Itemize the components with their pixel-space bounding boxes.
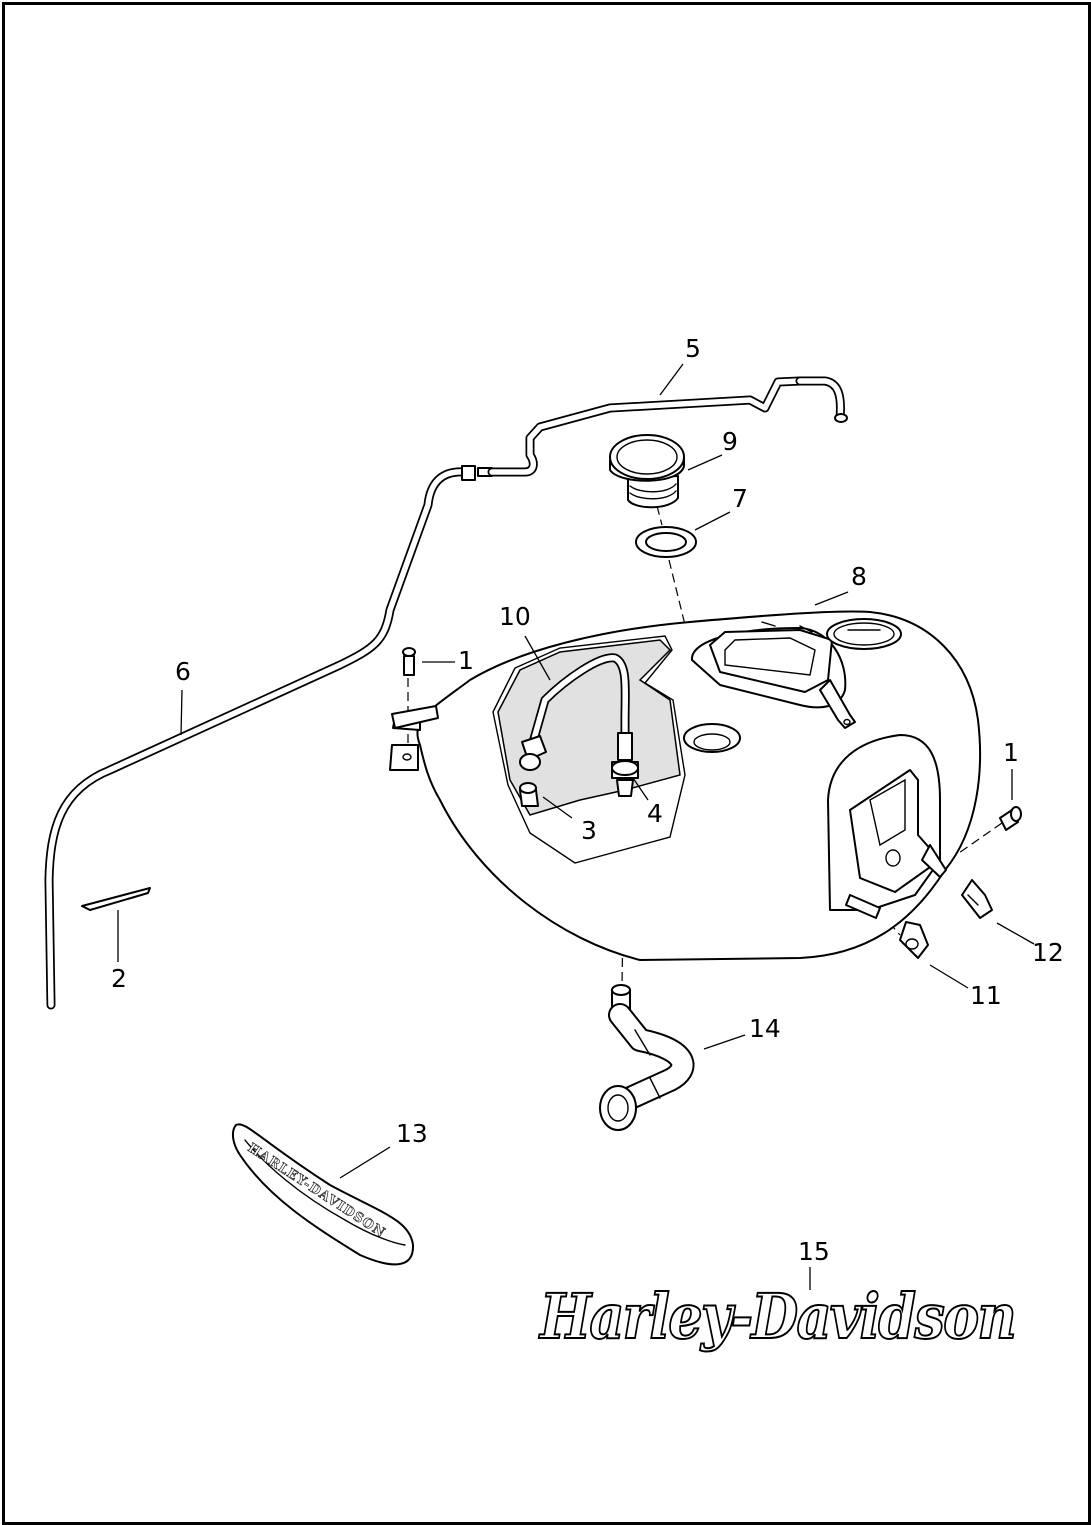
callout-1-left: 1 — [458, 646, 474, 675]
callout-5: 5 — [685, 334, 701, 363]
callout-8: 8 — [851, 562, 867, 591]
screw-right — [999, 806, 1022, 831]
callout-3: 3 — [581, 816, 597, 845]
gasket — [635, 526, 697, 558]
fuel-supply-hose — [599, 984, 695, 1131]
callout-2: 2 — [111, 964, 127, 993]
vent-hose — [44, 465, 476, 1010]
fuel-line-internal — [519, 653, 633, 771]
fuel-tank — [389, 610, 982, 961]
callout-14: 14 — [749, 1014, 781, 1043]
script-logo-text: Harley-Davidson — [538, 1280, 1015, 1353]
callout-7: 7 — [732, 484, 748, 513]
screw-left — [402, 647, 416, 676]
callouts: 1 1 2 3 4 5 6 7 8 9 10 11 12 13 14 15 — [111, 334, 1064, 1266]
callout-13: 13 — [396, 1119, 428, 1148]
callout-15: 15 — [798, 1237, 830, 1266]
callout-12: 12 — [1032, 938, 1064, 967]
filler-cap — [609, 434, 685, 509]
bracket-clip — [961, 879, 993, 919]
callout-1-right: 1 — [1003, 738, 1019, 767]
vent-line — [477, 376, 848, 477]
callout-9: 9 — [722, 427, 738, 456]
cable-strap — [81, 887, 151, 911]
alignment-line-cap — [656, 505, 663, 526]
drain-plug — [519, 782, 539, 807]
callout-11: 11 — [970, 981, 1002, 1010]
callout-4: 4 — [647, 799, 663, 828]
callout-6: 6 — [175, 657, 191, 686]
callout-10: 10 — [499, 602, 531, 631]
leader-lines — [117, 363, 1035, 1290]
bushing — [899, 921, 929, 959]
script-logo: Harley-Davidson — [537, 1279, 1018, 1354]
fuel-fitting — [611, 760, 639, 797]
tank-emblem: HARLEY-DAVIDSON — [231, 1123, 415, 1266]
